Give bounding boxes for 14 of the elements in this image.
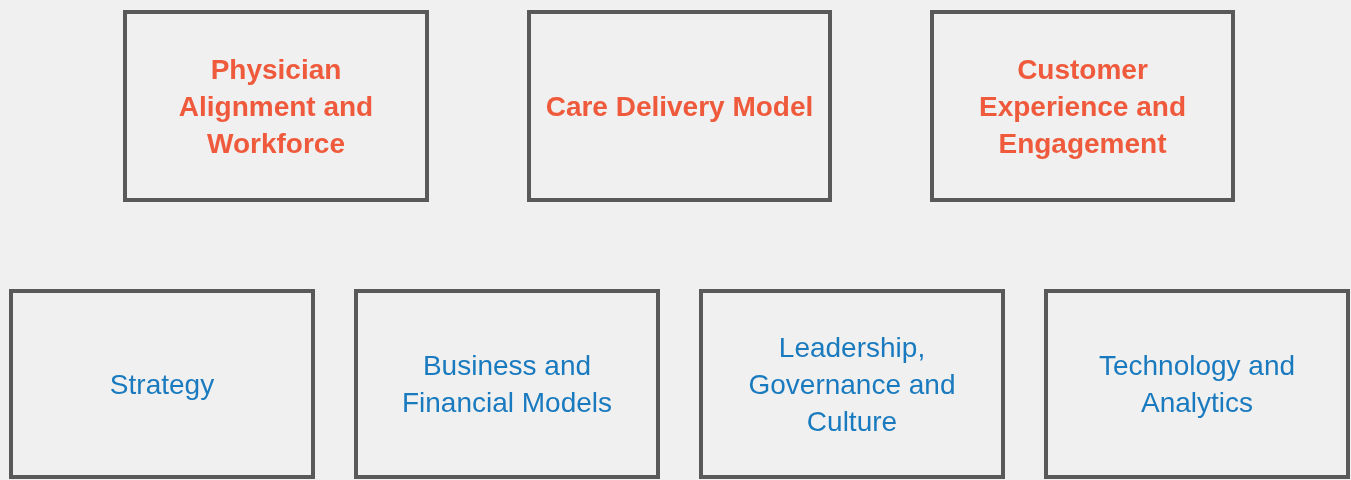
box-label: Leadership, Governance and Culture (747, 330, 957, 439)
category-box (9, 289, 315, 479)
box-label: Business and Financial Models (400, 349, 614, 420)
box-label: Strategy (109, 367, 215, 402)
box-label: Technology and Analytics (1097, 349, 1297, 420)
category-box (930, 10, 1235, 202)
category-box (699, 289, 1005, 479)
category-box (527, 10, 832, 202)
box-label: Physician Alignment and Workforce (177, 52, 375, 161)
box-label: Care Delivery Model (545, 89, 814, 124)
category-box (1044, 289, 1350, 479)
category-box (123, 10, 429, 202)
box-label: Customer Experience and Engagement (978, 52, 1187, 161)
category-box (354, 289, 660, 479)
